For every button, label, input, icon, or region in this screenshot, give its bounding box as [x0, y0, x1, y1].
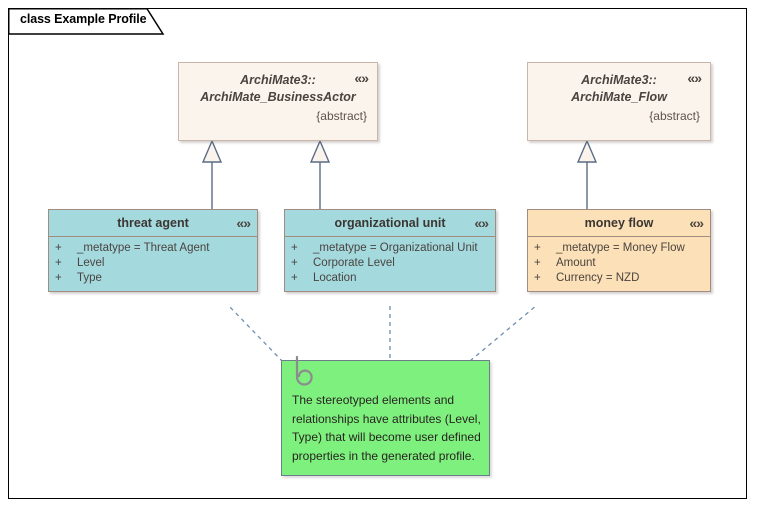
attribute-visibility: + — [55, 272, 62, 284]
attribute-visibility: + — [55, 242, 62, 254]
attribute-row: + Location — [291, 271, 491, 286]
class-attributes: + _metatype = Organizational Unit + Corp… — [284, 237, 496, 292]
attribute-row: + Level — [55, 256, 253, 271]
class-body: «» ArchiMate3:: ArchiMate_BusinessActor … — [179, 63, 377, 140]
attribute-visibility: + — [534, 257, 541, 269]
attribute-text: Currency = NZD — [556, 272, 640, 284]
class-namespace: ArchiMate3:: — [581, 73, 657, 87]
attribute-row: + _metatype = Threat Agent — [55, 241, 253, 256]
note-text: The stereotyped elements and relationshi… — [292, 393, 481, 463]
attribute-text: _metatype = Organizational Unit — [313, 242, 478, 254]
attribute-visibility: + — [55, 257, 62, 269]
class-header: money flow «» — [527, 209, 711, 237]
class-attributes: + _metatype = Threat Agent + Level + Typ… — [48, 237, 258, 292]
attribute-row: + Amount — [534, 256, 706, 271]
class-name: threat agent — [117, 216, 189, 230]
attribute-text: _metatype = Threat Agent — [77, 242, 210, 254]
class-name: money flow — [584, 216, 654, 230]
attribute-row: + Corporate Level — [291, 256, 491, 271]
attribute-visibility: + — [534, 242, 541, 254]
class-namespace: ArchiMate3:: — [240, 73, 316, 87]
class-header: organizational unit «» — [284, 209, 496, 237]
attribute-row: + _metatype = Money Flow — [534, 241, 706, 256]
attribute-visibility: + — [291, 257, 298, 269]
class-body: «» ArchiMate3:: ArchiMate_Flow {abstract… — [528, 63, 710, 140]
note-comment[interactable]: The stereotyped elements and relationshi… — [281, 355, 490, 476]
class-archimate-flow[interactable]: «» ArchiMate3:: ArchiMate_Flow {abstract… — [527, 62, 711, 141]
stereotype-icon: «» — [354, 70, 369, 86]
stereotype-icon: «» — [689, 215, 704, 231]
abstract-modifier: {abstract} — [649, 109, 700, 123]
class-threat-agent[interactable]: threat agent «» + _metatype = Threat Age… — [48, 209, 258, 292]
paperclip-icon — [295, 355, 313, 386]
attribute-text: _metatype = Money Flow — [556, 242, 685, 254]
attribute-visibility: + — [534, 272, 541, 284]
class-archimate-businessactor[interactable]: «» ArchiMate3:: ArchiMate_BusinessActor … — [178, 62, 378, 141]
abstract-modifier: {abstract} — [316, 109, 367, 123]
stereotype-icon: «» — [474, 215, 489, 231]
attribute-visibility: + — [291, 242, 298, 254]
attribute-row: + _metatype = Organizational Unit — [291, 241, 491, 256]
diagram-title: class Example Profile — [20, 12, 147, 26]
stereotype-icon: «» — [687, 70, 702, 86]
attribute-text: Level — [77, 257, 105, 269]
attribute-row: + Currency = NZD — [534, 271, 706, 286]
class-name: ArchiMate_Flow — [571, 90, 667, 104]
diagram-frame-tab: class Example Profile — [8, 8, 168, 35]
class-name: organizational unit — [334, 216, 446, 230]
attribute-text: Location — [313, 272, 357, 284]
attribute-text: Type — [77, 272, 102, 284]
class-header: threat agent «» — [48, 209, 258, 237]
class-money-flow[interactable]: money flow «» + _metatype = Money Flow +… — [527, 209, 711, 292]
attribute-row: + Type — [55, 271, 253, 286]
attribute-text: Amount — [556, 257, 596, 269]
attribute-visibility: + — [291, 272, 298, 284]
frame-tab-shape — [8, 8, 165, 35]
attribute-text: Corporate Level — [313, 257, 395, 269]
class-name: ArchiMate_BusinessActor — [200, 90, 356, 104]
class-organizational-unit[interactable]: organizational unit «» + _metatype = Org… — [284, 209, 496, 292]
stereotype-icon: «» — [236, 215, 251, 231]
class-attributes: + _metatype = Money Flow + Amount + Curr… — [527, 237, 711, 292]
